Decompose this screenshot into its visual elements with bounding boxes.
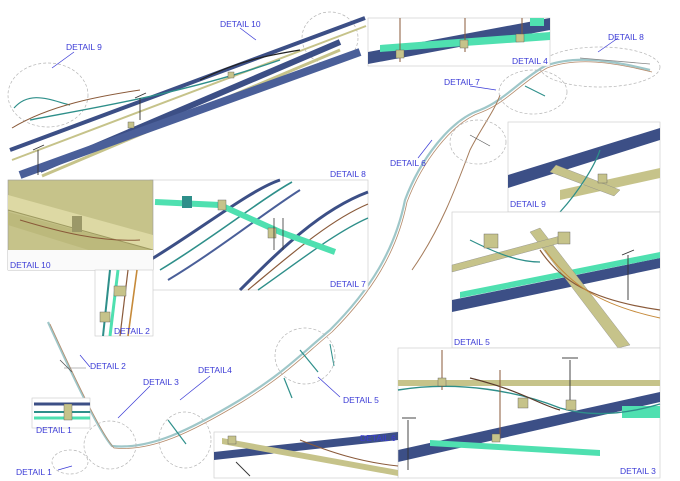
callout-detail-6: DETAIL 6 [390, 158, 426, 168]
panel-titles: DETAIL 10 DETAIL 8 DETAIL 7 DETAIL 4 DET… [10, 56, 656, 476]
panel-detail-3 [397, 347, 661, 479]
panel-title-detail-6: DETAIL 6 [360, 433, 396, 443]
panel-title-detail-2: DETAIL 2 [114, 326, 150, 336]
callout-detail-1: DETAIL 1 [16, 467, 52, 477]
panel-title-detail-10: DETAIL 10 [10, 260, 51, 270]
panel-detail-6 [213, 431, 399, 479]
panel-title-detail-9: DETAIL 9 [510, 199, 546, 209]
panel-detail-5 [451, 211, 661, 349]
panel-detail-9-overview [9, 16, 367, 179]
panel-detail-1 [31, 397, 91, 429]
panel-detail-8 [149, 178, 369, 292]
panel-title-detail-8: DETAIL 8 [330, 169, 366, 179]
panel-detail-2 [94, 269, 154, 337]
callout-detail-3: DETAIL 3 [143, 377, 179, 387]
panel-detail-9 [507, 121, 661, 213]
callout-detail-8: DETAIL 8 [608, 32, 644, 42]
panel-detail-4 [367, 17, 551, 67]
main-route [47, 57, 653, 449]
callout-detail-7: DETAIL 7 [444, 77, 480, 87]
panel-title-detail-3: DETAIL 3 [620, 466, 656, 476]
panel-title-detail-5: DETAIL 5 [454, 337, 490, 347]
callout-detail-9: DETAIL 9 [66, 42, 102, 52]
panel-title-detail-4: DETAIL 4 [512, 56, 548, 66]
panel-title-detail-7: DETAIL 7 [330, 279, 366, 289]
callout-labels: DETAIL 9 DETAIL 10 DETAIL 8 DETAIL 7 DET… [16, 19, 644, 477]
panel-title-detail-1: DETAIL 1 [36, 425, 72, 435]
callout-detail-5: DETAIL 5 [343, 395, 379, 405]
panel-detail-10 [7, 179, 154, 271]
callout-detail-10: DETAIL 10 [220, 19, 261, 29]
callout-leaders [51, 27, 619, 471]
callout-detail-2: DETAIL 2 [90, 361, 126, 371]
callout-detail-4: DETAIL4 [198, 365, 232, 375]
